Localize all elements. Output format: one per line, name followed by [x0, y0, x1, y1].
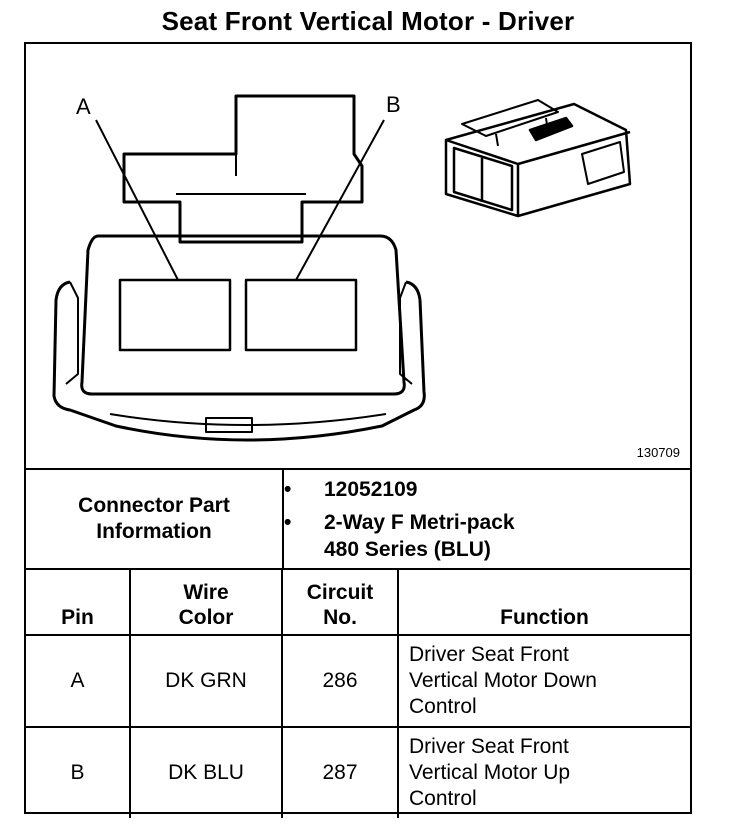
connector-side-tab-left — [65, 281, 79, 385]
table-row: B DK BLU 287 Driver Seat Front Vertical … — [26, 726, 690, 818]
cell-function: Driver Seat Front Vertical Motor Down Co… — [397, 634, 690, 728]
connector-part-information: Connector Part Information • 12052109 • … — [26, 470, 690, 570]
connector-body — [80, 234, 406, 396]
header-wire-color: Wire Color — [129, 568, 283, 636]
connector-side-tab-right — [399, 281, 413, 385]
bullet-icon: • — [284, 511, 292, 534]
cell-function: Driver Seat Front Vertical Motor Up Cont… — [397, 726, 690, 818]
connector-shell — [52, 280, 426, 442]
connector-perspective-view — [444, 99, 632, 218]
table-header-row: Pin Wire Color Circuit No. Function — [26, 568, 690, 636]
callout-leader-a — [95, 119, 179, 281]
cell-pin: B — [26, 726, 131, 818]
cell-wire-color: DK GRN — [129, 634, 283, 728]
page-title: Seat Front Vertical Motor - Driver — [161, 6, 575, 36]
connector-latch — [122, 94, 364, 244]
connector-part-details: • 12052109 • 2-Way F Metri-pack 480 Seri… — [284, 476, 684, 569]
cell-circuit: 286 — [281, 634, 399, 728]
connector-part-label-line: Information — [96, 520, 212, 543]
header-pin: Pin — [26, 568, 131, 636]
connector-part-label-line: Connector Part — [78, 494, 230, 517]
pin-cavity-a — [118, 278, 232, 352]
connector-drawing — [52, 94, 632, 442]
connector-type: • 2-Way F Metri-pack 480 Series (BLU) — [284, 511, 515, 561]
connector-figure: A B 130709 — [26, 44, 690, 470]
callout-label-b: B — [386, 92, 401, 117]
callout-label-a: A — [76, 94, 91, 119]
cell-pin: A — [26, 634, 131, 728]
connector-part-label: Connector Part Information — [26, 470, 284, 568]
header-circuit-no: Circuit No. — [281, 568, 399, 636]
bullet-icon: • — [284, 478, 292, 501]
cell-wire-color: DK BLU — [129, 726, 283, 818]
connector-part-number: • 12052109 — [284, 478, 418, 501]
pin-cavity-b — [244, 278, 358, 352]
figure-number: 130709 — [636, 445, 680, 460]
cell-circuit: 287 — [281, 726, 399, 818]
pinout-table: Pin Wire Color Circuit No. Function A DK… — [26, 568, 690, 818]
callout-leader-b — [295, 119, 385, 281]
connector-sheet: A B 130709 Connector Part Information • … — [24, 42, 692, 818]
header-function: Function — [397, 568, 690, 636]
table-row: A DK GRN 286 Driver Seat Front Vertical … — [26, 634, 690, 728]
